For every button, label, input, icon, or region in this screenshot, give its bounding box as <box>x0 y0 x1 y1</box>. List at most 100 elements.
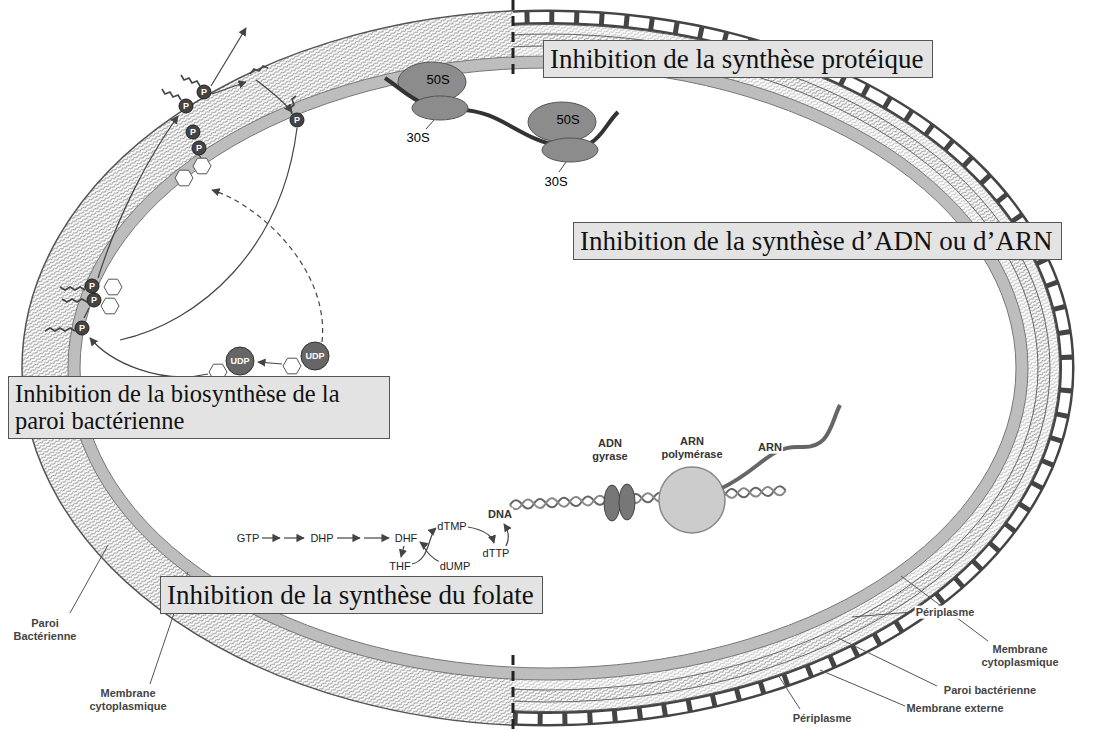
ribosomes <box>412 96 468 120</box>
gram-negative-envelope <box>513 25 1060 712</box>
wall-synthesis-pathway <box>62 299 87 302</box>
box-label: Inhibition de la synthèse protéique <box>550 44 923 74</box>
phosphate-circles <box>179 99 193 113</box>
wall-synthesis-pathway <box>258 362 282 364</box>
phosphate-circles <box>75 321 89 335</box>
target-box: Inhibition de la biosynthèse de la paroi… <box>8 376 390 439</box>
folate-arrows <box>262 537 280 538</box>
wall-synthesis-pathway <box>181 75 200 86</box>
leader-lines <box>820 670 905 706</box>
phosphate-circles <box>85 279 99 293</box>
sugar-hexagons <box>101 158 301 380</box>
dna-helix <box>510 486 786 509</box>
sugar-hexagons <box>193 158 211 174</box>
phosphate-label: P <box>91 295 97 305</box>
metabolite-label: dTTP <box>482 547 511 560</box>
folate-arrows <box>262 524 508 564</box>
gram-positive-envelope <box>80 68 513 668</box>
ribosomes <box>542 138 598 162</box>
leader-lines <box>901 576 988 641</box>
enzymes <box>619 484 635 520</box>
metabolite-label: DHF <box>394 532 419 545</box>
gram-positive-envelope <box>22 10 513 726</box>
target-box: Inhibition de la synthèse du folate <box>160 576 543 614</box>
dna-helix <box>510 486 786 509</box>
folate-arrows <box>420 542 440 562</box>
gram-negative-envelope <box>513 17 1067 719</box>
ribosome-label: 50S <box>556 113 579 128</box>
gram-negative-envelope <box>513 34 1050 702</box>
metabolite-label: DHP <box>309 532 334 545</box>
gram-positive-envelope <box>22 10 513 726</box>
sugar-hexagons <box>175 170 193 186</box>
phosphate-label: P <box>294 115 300 125</box>
phosphate-circles <box>87 293 101 307</box>
layer-label: Membrane cytoplasmique <box>85 687 172 712</box>
phosphate-circles <box>290 113 304 127</box>
phosphate-label: P <box>196 143 202 153</box>
ribosomes <box>559 162 566 172</box>
ribosomes <box>426 120 434 129</box>
ribosome-label: 50S <box>426 73 449 88</box>
divider-line <box>512 655 515 731</box>
wall-synthesis-pathway <box>290 96 296 114</box>
sugar-hexagons <box>104 279 122 295</box>
folate-arrows <box>337 537 360 538</box>
target-box: Inhibition de la synthèse d’ADN ou d’ARN <box>573 222 1062 260</box>
leader-lines <box>778 675 800 709</box>
folate-arrows <box>401 546 404 557</box>
sugar-hexagons <box>283 358 301 374</box>
box-label: Inhibition de la biosynthèse de la paroi… <box>15 380 383 435</box>
phosphate-label: P <box>201 87 207 97</box>
metabolite-label: dTMP <box>436 520 467 533</box>
structure-label: ADN gyrase <box>579 437 641 462</box>
metabolite-label: THF <box>388 560 411 573</box>
wall-synthesis-pathway <box>212 82 246 94</box>
leader-lines <box>70 545 988 709</box>
box-label: Inhibition de la synthèse d’ADN ou d’ARN <box>580 226 1052 256</box>
structure-label: DNA <box>487 508 513 521</box>
phosphate-label: P <box>190 127 196 137</box>
udp-circles <box>226 342 329 375</box>
phosphate-label: P <box>79 323 85 333</box>
ribosome-label: 30S <box>544 175 567 190</box>
layer-label: Périplasme <box>915 606 976 619</box>
phosphate-label: P <box>183 101 189 111</box>
layer-label: Membrane cytoplasmique <box>974 643 1066 668</box>
wall-synthesis-pathway <box>45 328 75 331</box>
divider-line <box>512 0 515 731</box>
wall-synthesis-pathway <box>250 66 268 74</box>
leader-lines <box>838 638 937 686</box>
gram-negative-envelope <box>513 46 1038 690</box>
wall-synthesis-pathway <box>90 338 208 377</box>
wall-synthesis-pathway <box>98 116 178 278</box>
gram-negative-envelope <box>513 56 1028 680</box>
dna-helix <box>510 486 786 509</box>
phosphate-circles <box>75 85 304 335</box>
udp-label: UDP <box>230 356 249 366</box>
folate-arrows <box>468 527 494 543</box>
wall-synthesis-pathway <box>84 308 89 318</box>
enzymes <box>604 485 620 521</box>
wall-synthesis-pathway <box>162 89 181 100</box>
phosphate-circles <box>192 141 206 155</box>
ribosome-label: 30S <box>406 131 429 146</box>
udp-label: UDP <box>305 351 324 361</box>
enzymes <box>722 405 840 488</box>
phosphate-circles <box>186 125 200 139</box>
phosphate-label: P <box>89 281 95 291</box>
layer-label: Paroi Bactérienne <box>7 617 84 642</box>
ribosomes <box>528 102 596 142</box>
sugar-hexagons <box>101 298 119 314</box>
udp-circles <box>226 347 254 375</box>
wall-synthesis-pathway <box>256 80 292 112</box>
layer-label: Périplasme <box>792 712 853 725</box>
wall-synthesis-pathway <box>120 128 297 340</box>
structure-label: ARN polymérase <box>658 435 726 460</box>
wall-synthesis-pathway <box>45 28 323 377</box>
wall-synthesis-pathway <box>60 287 85 290</box>
target-box: Inhibition de la synthèse protéique <box>543 40 933 78</box>
